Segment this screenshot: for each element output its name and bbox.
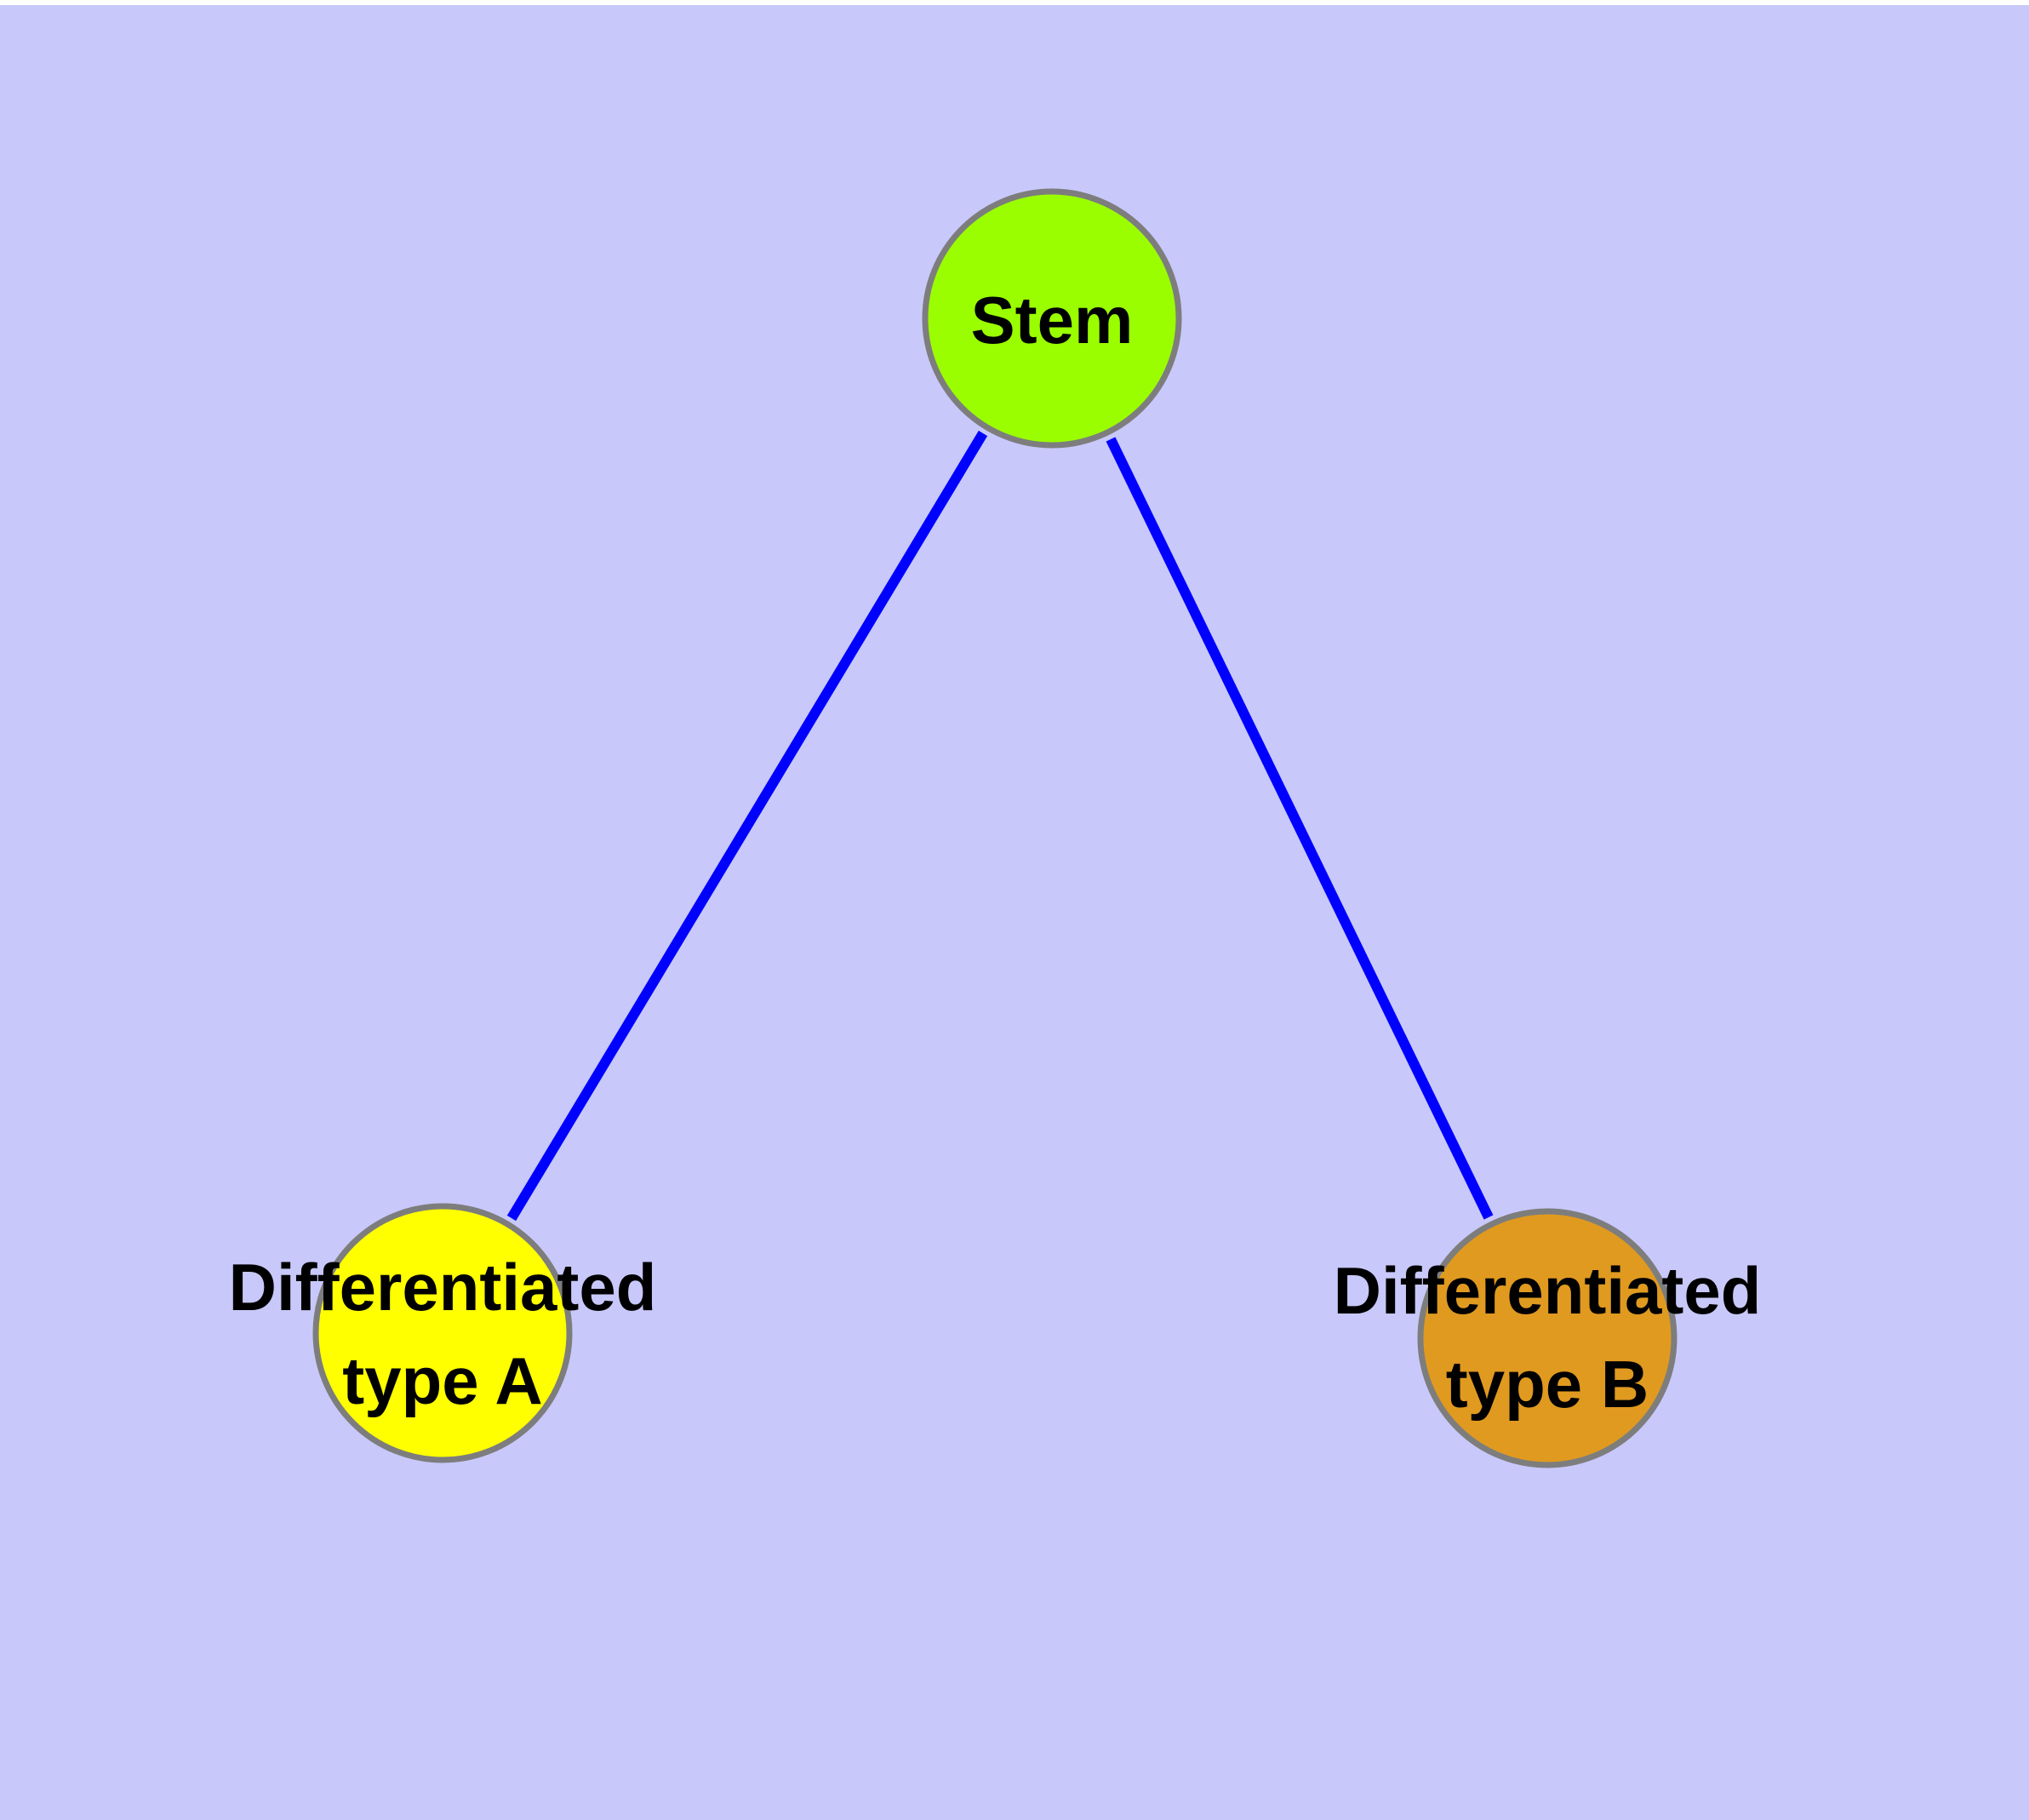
node-type-a-circle xyxy=(312,1203,573,1463)
node-stem-circle xyxy=(922,188,1182,449)
node-type-a-label: Differentiated type A xyxy=(228,1250,657,1418)
node-type-b-circle xyxy=(1417,1208,1677,1468)
edge-stem-to-type-a xyxy=(506,430,988,1222)
edge-stem-to-type-b xyxy=(1106,437,1494,1220)
node-type-b-label: Differentiated type B xyxy=(1333,1253,1762,1422)
node-stem-label: Stem xyxy=(970,283,1134,358)
